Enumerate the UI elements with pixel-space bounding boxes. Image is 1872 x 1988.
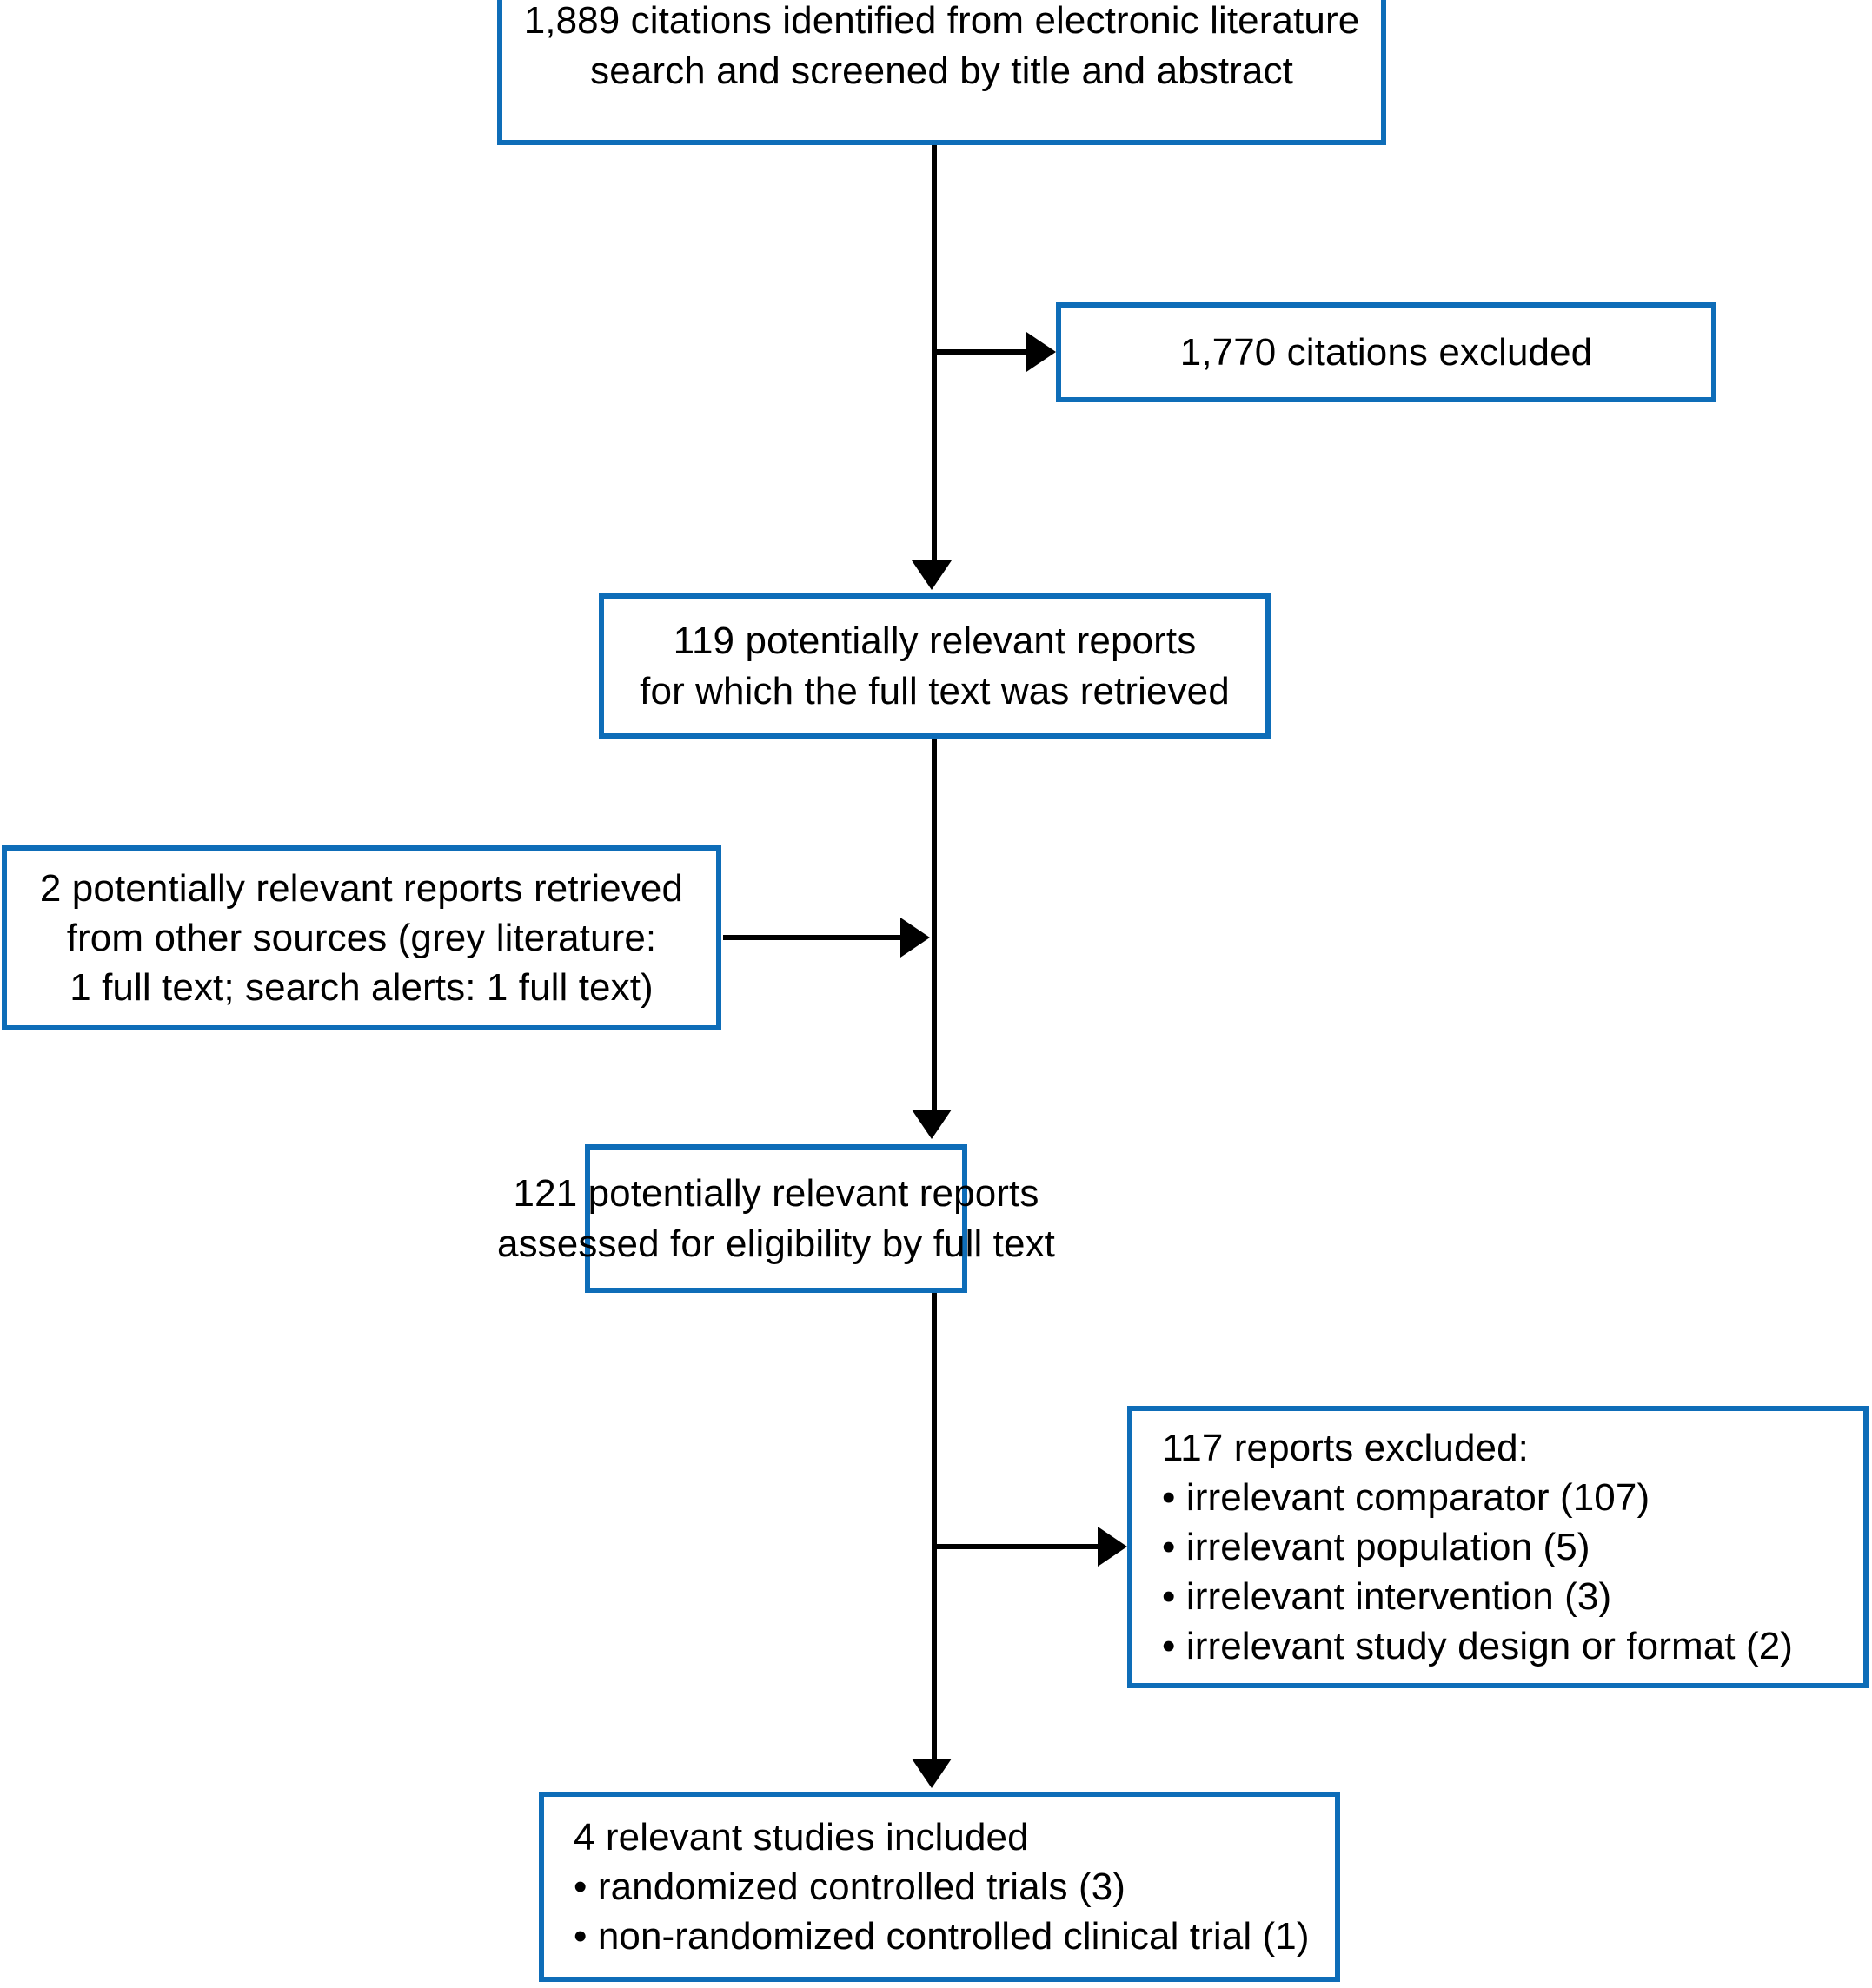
connector-line-to-excluded-2 <box>932 1544 1101 1549</box>
connector-line-eligibility-down <box>932 1293 937 1759</box>
box-fulltext-retrieved: 119 potentially relevant reports for whi… <box>599 593 1271 739</box>
box-studies-included-line-1: 4 relevant studies included <box>574 1815 1029 1859</box>
box-reports-excluded-line-2: • irrelevant comparator (107) <box>1162 1475 1650 1519</box>
box-assessed-eligibility-line-2: assessed for eligibility by full text <box>497 1222 1055 1265</box>
box-reports-excluded-line-3: • irrelevant population (5) <box>1162 1525 1590 1568</box>
connector-line-other-sources <box>723 935 902 940</box>
box-other-sources-line-1: 2 potentially relevant reports retrieved <box>39 866 684 910</box>
box-citations-identified-line-1: 1,889 citations identified from electron… <box>523 0 1360 43</box>
box-fulltext-retrieved-line-1: 119 potentially relevant reports <box>673 620 1197 663</box>
box-studies-included: 4 relevant studies included • randomized… <box>539 1792 1340 1982</box>
box-other-sources-line-2: from other sources (grey literature: <box>66 916 657 959</box>
box-reports-excluded-line-5: • irrelevant study design or format (2) <box>1162 1625 1794 1668</box>
box-reports-excluded-line-4: • irrelevant intervention (3) <box>1162 1575 1612 1619</box>
arrow-down-icon-to-fulltext <box>912 560 952 590</box>
box-citations-identified: 1,889 citations identified from electron… <box>497 0 1386 145</box>
box-reports-excluded: 117 reports excluded: • irrelevant compa… <box>1127 1406 1869 1688</box>
connector-line-to-excluded-1 <box>932 349 1030 355</box>
box-reports-excluded-line-1: 117 reports excluded: <box>1162 1426 1529 1469</box>
box-studies-included-line-2: • randomized controlled trials (3) <box>574 1865 1126 1908</box>
box-citations-excluded: 1,770 citations excluded <box>1056 302 1716 402</box>
box-citations-excluded-line-1: 1,770 citations excluded <box>1179 330 1593 374</box>
connector-line-fulltext-down <box>932 739 937 1110</box>
box-other-sources-line-3: 1 full text; search alerts: 1 full text) <box>70 966 654 1010</box>
box-assessed-eligibility-line-1: 121 potentially relevant reports <box>513 1172 1039 1216</box>
box-assessed-eligibility: 121 potentially relevant reports assesse… <box>497 1144 1055 1293</box>
arrow-down-icon-to-included <box>912 1759 952 1788</box>
arrow-right-icon-to-excluded-2 <box>1098 1527 1127 1567</box>
box-fulltext-retrieved-line-2: for which the full text was retrieved <box>640 669 1230 712</box>
arrow-right-icon-to-excluded-1 <box>1026 332 1056 372</box>
box-citations-identified-line-2: search and screened by title and abstrac… <box>590 49 1293 92</box>
box-other-sources: 2 potentially relevant reports retrieved… <box>2 845 721 1030</box>
arrow-right-icon-other-sources <box>900 918 930 958</box>
box-studies-included-line-3: • non-randomized controlled clinical tri… <box>574 1915 1310 1958</box>
arrow-down-icon-to-eligibility <box>912 1110 952 1139</box>
